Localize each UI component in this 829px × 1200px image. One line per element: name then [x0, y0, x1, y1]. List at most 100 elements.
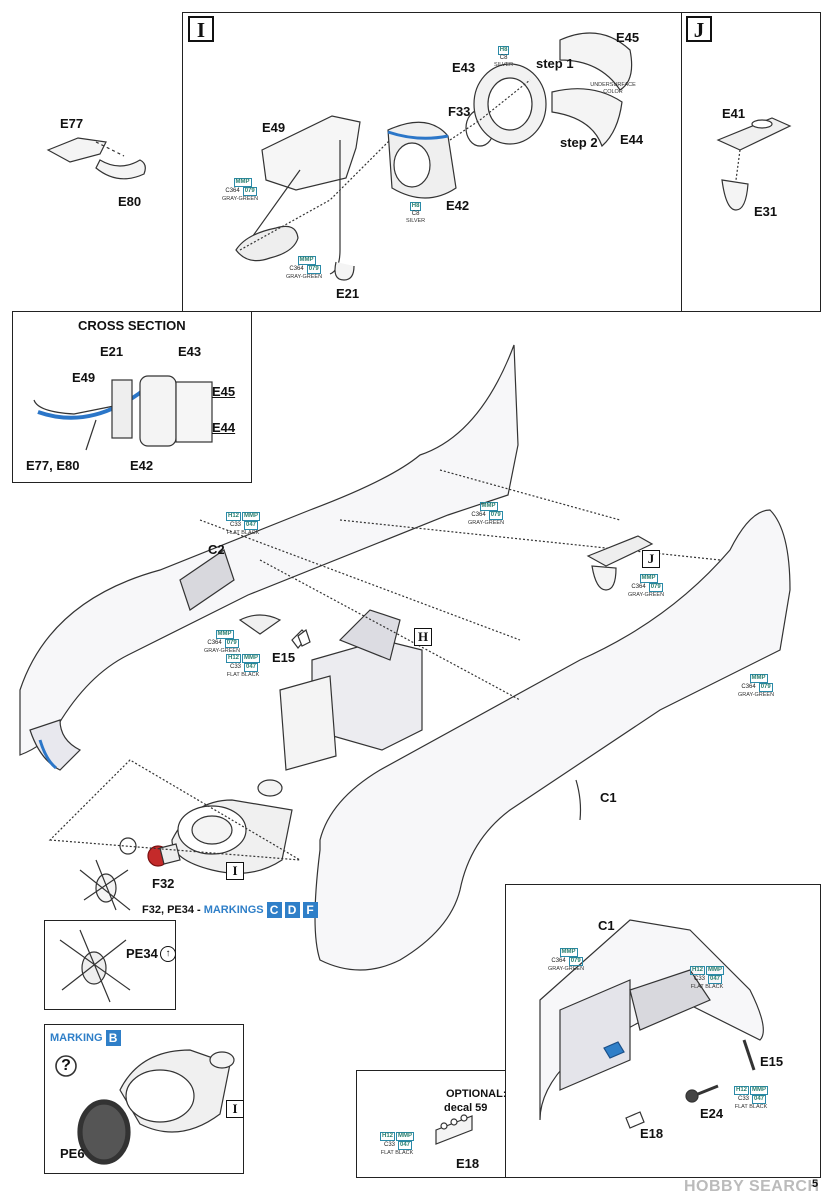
paint-mmp-8: MMP	[749, 674, 768, 683]
optional-title: OPTIONAL:	[446, 1088, 507, 1100]
part-F33: F33	[448, 104, 471, 119]
paint-name-flat-black-4: FLAT BLACK	[734, 1104, 768, 1110]
marking-b-header: MARKING B	[50, 1030, 121, 1046]
step-1-label: step 1	[536, 56, 574, 71]
marking-b-word: MARKING	[50, 1032, 103, 1044]
ref-J-box: J	[642, 550, 660, 568]
part-PE6: PE6	[60, 1146, 85, 1161]
optional-subtitle: decal 59	[444, 1102, 488, 1114]
panel-inset-frame	[505, 884, 821, 1178]
paint-047-3: 047	[708, 975, 723, 984]
part-PE34: PE34	[126, 946, 158, 961]
paint-c33-3: C33	[693, 976, 705, 982]
part-E45: E45	[616, 30, 640, 45]
marking-letter-c: C	[266, 902, 282, 918]
paint-mmp-10: MMP	[706, 966, 725, 975]
paint-047-2: 047	[244, 663, 259, 672]
paint-h12-2: H12	[226, 654, 242, 663]
inset-part-E18: E18	[640, 1126, 664, 1141]
paint-079-2: 079	[306, 265, 321, 274]
paint-name-undersurface: UNDERSURFACE COLOR	[590, 82, 636, 95]
paint-mmp-6: MMP	[479, 502, 498, 511]
paint-name-gray-green-4: GRAY-GREEN	[468, 520, 505, 526]
inset-part-E24: E24	[700, 1106, 724, 1121]
paint-c33-5: C33	[383, 1142, 395, 1148]
paint-name-silver: SILVER	[494, 62, 514, 68]
paint-code-c8-2: C8	[411, 211, 420, 217]
markings-note-word: MARKINGS	[203, 904, 264, 916]
paint-079: 079	[242, 187, 257, 196]
paint-c364-3: C364	[207, 640, 222, 646]
paint-name-flat-black: FLAT BLACK	[226, 530, 260, 536]
part-E80: E80	[118, 194, 142, 209]
paint-c364-5: C364	[631, 584, 646, 590]
paint-h12-4: H12	[734, 1086, 750, 1095]
paint-name-gray-green-3: GRAY-GREEN	[204, 648, 241, 654]
paint-underside: UNDERSURFACE COLOR	[588, 82, 638, 96]
panel-marking-b-frame	[44, 1024, 244, 1174]
cs-part-E77-E80: E77, E80	[26, 458, 80, 473]
step-2-label: step 2	[560, 135, 598, 150]
paint-code-h8: H8	[497, 46, 510, 55]
paint-c364-7: C364	[551, 958, 566, 964]
part-E77: E77	[60, 116, 84, 131]
question-icon: ?	[61, 1057, 71, 1074]
paint-name-gray-green-6: GRAY-GREEN	[738, 692, 775, 698]
paint-name-silver-2: SILVER	[406, 218, 426, 224]
paint-047: 047	[244, 521, 259, 530]
paint-c364: C364	[225, 188, 240, 194]
cs-part-E42: E42	[130, 458, 154, 473]
paint-h12: H12	[226, 512, 242, 521]
paint-mmp-3: MMP	[242, 512, 261, 521]
cross-section-title: CROSS SECTION	[78, 318, 186, 333]
paint-mmp-4: MMP	[242, 654, 261, 663]
paint-name-gray-green-5: GRAY-GREEN	[628, 592, 665, 598]
paint-c33-2: C33	[229, 664, 241, 670]
watermark: HOBBY SEARCH	[684, 1178, 820, 1195]
paint-c33: C33	[229, 522, 241, 528]
paint-c33-4: C33	[737, 1096, 749, 1102]
cs-part-E45: E45	[212, 384, 236, 399]
cs-part-E49: E49	[72, 370, 96, 385]
paint-name-flat-black-5: FLAT BLACK	[380, 1150, 414, 1156]
paint-079-4: 079	[488, 511, 503, 520]
paint-name-flat-black-2: FLAT BLACK	[226, 672, 260, 678]
paint-c364-2: C364	[289, 266, 304, 272]
paint-name-gray-green-2: GRAY-GREEN	[286, 274, 323, 280]
paint-079-3: 079	[224, 639, 239, 648]
cs-part-E43: E43	[178, 344, 202, 359]
part-C2: C2	[208, 542, 225, 557]
paint-079-7: 079	[568, 957, 583, 966]
part-E15: E15	[272, 650, 296, 665]
paint-mmp-9: MMP	[559, 948, 578, 957]
marking-letter-d: D	[284, 902, 300, 918]
markings-note-text: F32, PE34 -	[142, 904, 201, 916]
rotate-arrow-icon: ↑	[160, 946, 176, 962]
panel-cross-section-frame	[12, 311, 252, 483]
part-E21: E21	[336, 286, 360, 301]
part-E31: E31	[754, 204, 778, 219]
panel-J-frame	[681, 12, 821, 312]
paint-c364-4: C364	[471, 512, 486, 518]
paint-047-5: 047	[398, 1141, 413, 1150]
paint-mmp-12: MMP	[396, 1132, 415, 1141]
ref-I-box-1: I	[226, 862, 244, 880]
marking-letter-f: F	[302, 902, 318, 918]
part-E42: E42	[446, 198, 470, 213]
optional-part-E18: E18	[456, 1156, 480, 1171]
paint-name-gray-green-7: GRAY-GREEN	[548, 966, 585, 972]
part-E49: E49	[262, 120, 286, 135]
page-number: 5	[812, 1178, 819, 1190]
inset-part-C1: C1	[598, 918, 615, 933]
paint-name-gray-green: GRAY-GREEN	[222, 196, 259, 202]
